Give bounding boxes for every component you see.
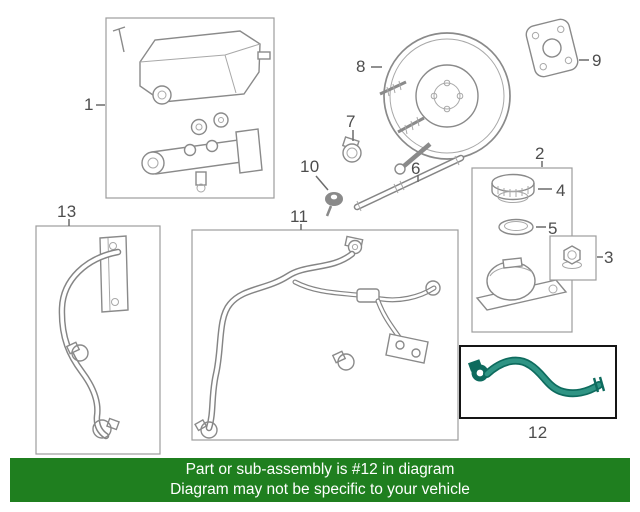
box-highlighted-part [459,345,617,419]
vacuum-hose-assembly-illustration [194,235,441,439]
callout-11: 11 [290,207,309,226]
callout-4: 4 [556,181,566,200]
highlighted-hose-illustration [467,356,606,398]
vacuum-tube-illustration [353,154,465,212]
callout-12: 12 [528,423,548,442]
grommet-illustration [315,175,343,217]
callout-3: 3 [604,248,614,267]
box-vacuum-hose-assembly [191,229,459,441]
box-master-cylinder [105,17,275,199]
reservoir-filter-illustration [498,218,534,236]
callout-8: 8 [356,57,366,76]
callout-13: 13 [57,202,77,221]
box-nut [549,235,597,281]
reservoir-cap-illustration [491,173,535,203]
banner-line-1: Part or sub-assembly is #12 in diagram [185,461,455,478]
callout-9: 9 [592,51,602,70]
notice-banner: Part or sub-assembly is #12 in diagram D… [10,458,630,502]
diagram-canvas [35,17,617,455]
box-reservoir-hose [35,225,161,455]
hose-clamp-illustration [341,136,362,163]
master-cylinder-illustration [112,26,271,193]
reservoir-seal-illustration [475,257,568,311]
callout-2: 2 [535,144,545,163]
box-11-outline [191,229,459,441]
brake-booster-illustration [379,32,511,175]
banner-line-2: Diagram may not be specific to your vehi… [170,481,470,498]
booster-gasket-illustration [525,18,579,78]
reservoir-hose-illustration [58,235,129,440]
box-12-outline [459,345,617,419]
callout-leaders [68,59,603,258]
callout-10: 10 [300,157,320,176]
callout-5: 5 [548,219,558,238]
callout-7: 7 [346,112,356,131]
callout-6: 6 [411,159,421,178]
callout-1: 1 [84,95,94,114]
nut-illustration [562,245,582,269]
